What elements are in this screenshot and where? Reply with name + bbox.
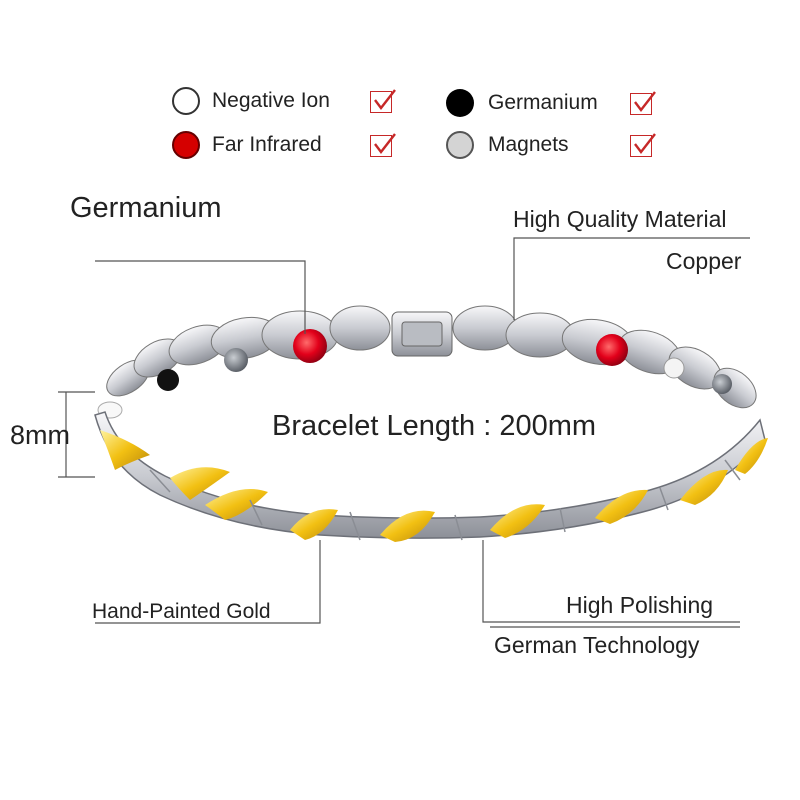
bracelet-front-links <box>94 411 768 542</box>
german-technology-callout: German Technology <box>494 632 700 658</box>
black-stone-icon <box>446 89 474 117</box>
legend-label-negative-ion: Negative Ion <box>212 89 330 112</box>
copper-callout: Copper <box>666 248 742 274</box>
check-icon <box>370 133 396 157</box>
germanium-callout: Germanium <box>70 192 222 224</box>
check-icon <box>370 89 396 113</box>
width-label: 8mm <box>10 420 70 450</box>
grey-stone-icon <box>446 131 474 159</box>
high-quality-material-callout: High Quality Material <box>513 206 727 232</box>
bracelet-length-label: Bracelet Length : 200mm <box>272 410 597 442</box>
legend-label-germanium: Germanium <box>488 91 598 114</box>
legend-label-far-infrared: Far Infrared <box>212 133 322 156</box>
white-stone-icon <box>172 87 200 115</box>
check-icon <box>630 133 656 157</box>
bracelet-back-links <box>97 305 757 419</box>
red-stone-icon <box>172 131 200 159</box>
legend-label-magnets: Magnets <box>488 133 569 156</box>
hand-painted-gold-callout: Hand-Painted Gold <box>92 600 271 623</box>
check-icon <box>630 91 656 115</box>
high-polishing-callout: High Polishing <box>566 592 714 618</box>
callout-lines <box>58 237 750 628</box>
